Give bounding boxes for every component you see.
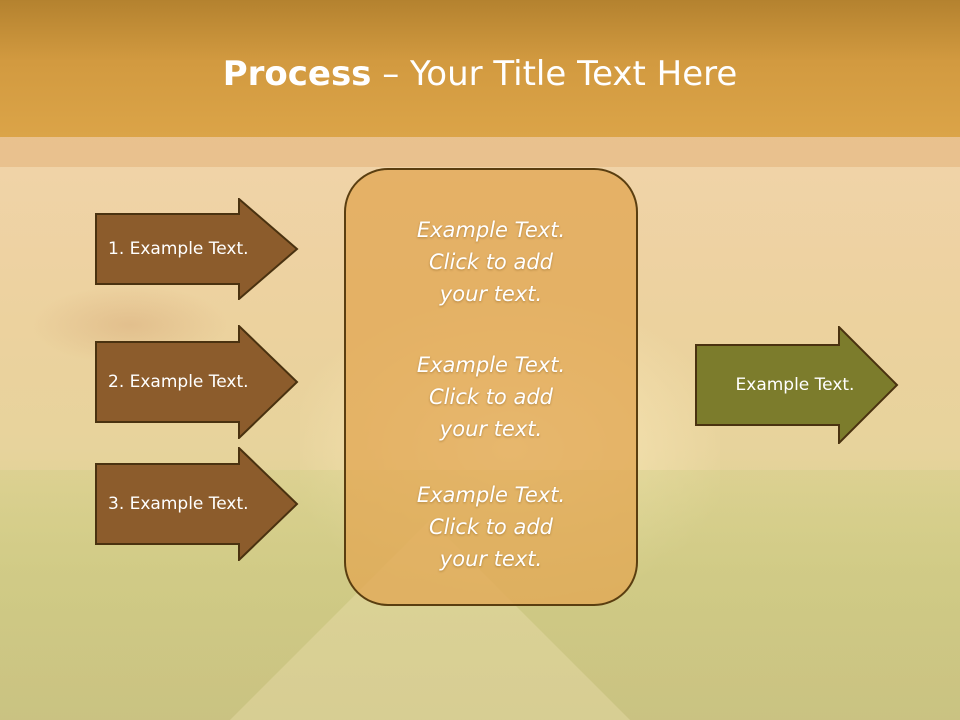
paragraph-line: Example Text. — [416, 218, 566, 242]
paragraph-line: Click to add — [428, 250, 553, 274]
center-paragraph-3: Example Text. Click to add your text. — [346, 479, 636, 575]
paragraph-line: your text. — [439, 547, 543, 571]
left-arrow-2-label: 2. Example Text. — [108, 372, 249, 392]
left-arrow-3[interactable]: 3. Example Text. — [95, 447, 300, 561]
center-paragraph-2: Example Text. Click to add your text. — [346, 349, 636, 445]
paragraph-line: your text. — [439, 417, 543, 441]
slide-title[interactable]: Process – Your Title Text Here — [0, 52, 960, 96]
arrow-right-icon — [95, 325, 299, 439]
left-arrow-3-label: 3. Example Text. — [108, 494, 249, 514]
center-paragraph-1: Example Text. Click to add your text. — [346, 214, 636, 310]
left-arrow-2[interactable]: 2. Example Text. — [95, 325, 300, 439]
arrow-right-icon — [95, 198, 299, 300]
left-arrow-1[interactable]: 1. Example Text. — [95, 198, 300, 300]
title-strip — [0, 137, 960, 167]
paragraph-line: Click to add — [428, 385, 553, 409]
paragraph-line: Example Text. — [416, 353, 566, 377]
paragraph-line: Example Text. — [416, 483, 566, 507]
right-arrow[interactable]: Example Text. — [695, 326, 900, 444]
center-text-box[interactable]: Example Text. Click to add your text. Ex… — [344, 168, 638, 606]
arrow-right-icon — [95, 447, 299, 561]
title-bar — [0, 0, 960, 137]
paragraph-line: Click to add — [428, 515, 553, 539]
title-bold: Process — [222, 54, 372, 94]
arrow-right-icon — [695, 326, 899, 444]
paragraph-line: your text. — [439, 282, 543, 306]
left-arrow-1-label: 1. Example Text. — [108, 239, 249, 259]
title-rest: – Your Title Text Here — [371, 54, 738, 94]
right-arrow-label: Example Text. — [735, 375, 855, 395]
